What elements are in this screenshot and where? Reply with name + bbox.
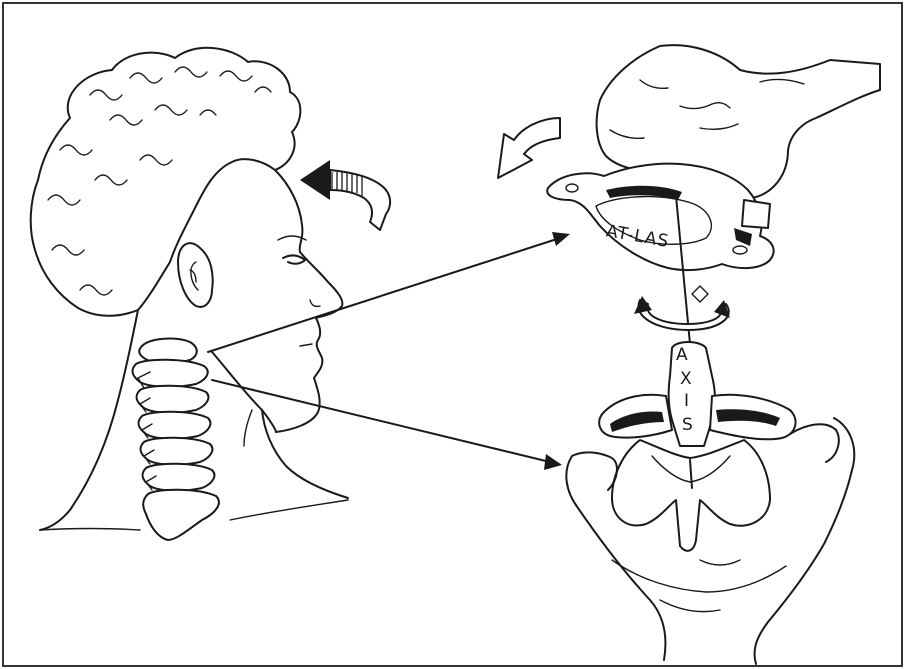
axis-letter-a: A xyxy=(676,345,689,365)
atlas-rotation-arrow xyxy=(498,118,560,178)
vertebra-c7 xyxy=(143,490,219,540)
axis-letter-x: X xyxy=(680,369,693,389)
eye xyxy=(283,255,305,263)
neck-back xyxy=(40,310,138,530)
face-profile xyxy=(275,170,342,432)
forehead-rotation-arrow xyxy=(300,160,390,230)
throat xyxy=(244,410,252,446)
lower-right-hand xyxy=(755,418,855,664)
axis-vertebra: A X I S xyxy=(566,342,854,664)
lower-hand-crease xyxy=(660,560,740,612)
atlas-vertebra: AT-LAS xyxy=(547,45,880,270)
lower-right-thumb xyxy=(790,424,839,462)
collar xyxy=(230,500,348,520)
axis-lamina xyxy=(612,440,770,551)
lower-left-finger xyxy=(572,452,617,490)
rotation-arrow-head xyxy=(300,160,330,200)
atlas-arrow-body xyxy=(498,118,560,178)
ear-inner xyxy=(190,262,198,290)
jaw xyxy=(212,352,276,432)
axis-letter-i: I xyxy=(684,391,690,411)
rotation-arrow-tail xyxy=(330,170,390,230)
axis-rotation-ring xyxy=(638,300,728,330)
vertebra-c2 xyxy=(133,360,208,387)
thumb-grip xyxy=(742,200,770,228)
shoulder xyxy=(40,529,140,531)
nostril xyxy=(310,300,320,306)
hair-curls xyxy=(48,67,271,295)
mouth xyxy=(300,344,312,346)
cervical-spine xyxy=(133,339,219,540)
axis-marker xyxy=(692,286,708,302)
axis-letter-s: S xyxy=(682,415,694,435)
pointer-to-atlas xyxy=(208,232,570,352)
